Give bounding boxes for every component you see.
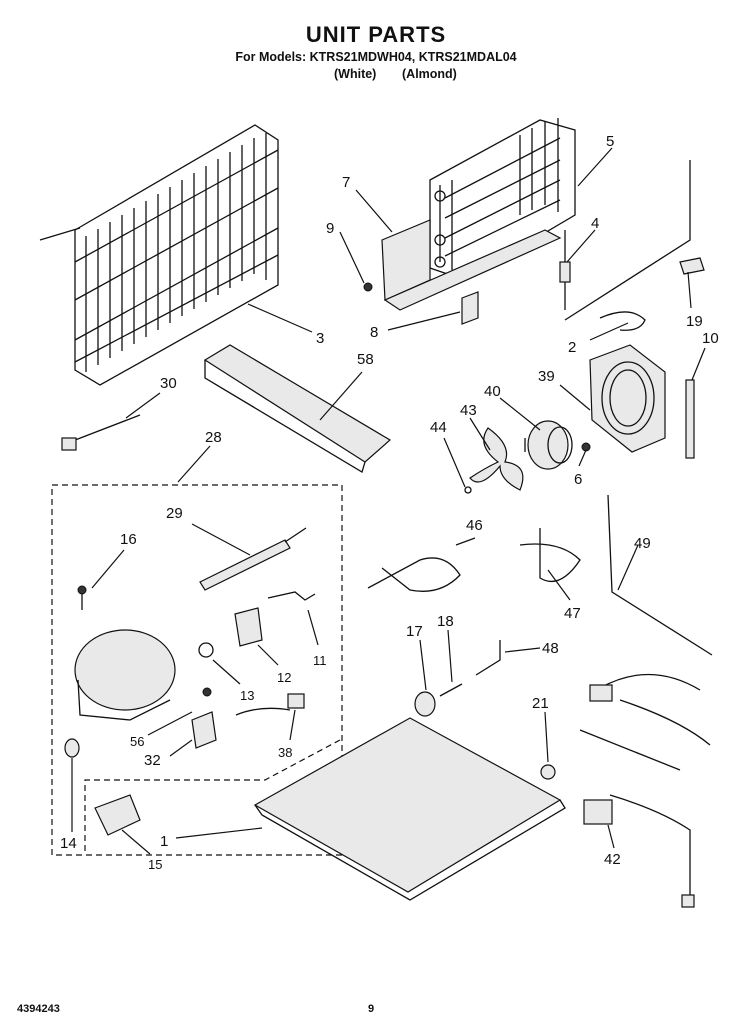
- terminal-block-15: [94, 794, 141, 836]
- callout-40: 40: [484, 383, 501, 400]
- callout-17: 17: [406, 623, 423, 640]
- fan-shroud: [589, 344, 666, 453]
- callout-43: 43: [460, 402, 477, 419]
- wire-38: [235, 693, 305, 716]
- condenser-coil: [39, 124, 279, 386]
- callout-12: 12: [277, 670, 291, 685]
- terminal-19: [679, 257, 705, 275]
- page-number: 9: [368, 1003, 375, 1015]
- leader-lines: [71, 147, 706, 855]
- relay-12: [234, 607, 263, 647]
- screw-9: [363, 282, 373, 292]
- screw-6: [581, 442, 591, 452]
- wire-harness: [579, 673, 711, 908]
- callout-15: 15: [148, 857, 162, 872]
- callout-2: 2: [568, 339, 576, 356]
- callout-49: 49: [634, 535, 651, 552]
- fan-blade: [469, 427, 524, 491]
- callout-46: 46: [466, 517, 483, 534]
- callout-39: 39: [538, 368, 555, 385]
- callout-28: 28: [205, 429, 222, 446]
- filter-drier-29: [199, 527, 307, 591]
- document-number: 4394243: [17, 1003, 60, 1015]
- callout-18: 18: [437, 613, 454, 630]
- screw-56: [202, 687, 212, 697]
- callout-1: 1: [160, 833, 168, 850]
- cable-tie: [61, 414, 141, 451]
- grommet-14: [64, 738, 80, 758]
- callout-labels: 7 9 5 4 3 8 19 2 10 58 30 39 40 43 44 6 …: [60, 133, 719, 872]
- callout-3: 3: [316, 330, 324, 347]
- callout-58: 58: [357, 351, 374, 368]
- tube-49: [607, 494, 713, 656]
- callout-21: 21: [532, 695, 549, 712]
- screw-16: [77, 585, 87, 610]
- fan-motor: [524, 420, 573, 470]
- capacitor-32: [191, 711, 217, 749]
- compressor-kit-box: [51, 484, 343, 856]
- callout-56: 56: [130, 734, 144, 749]
- callout-16: 16: [120, 531, 137, 548]
- tube-46: [367, 557, 461, 592]
- callout-14: 14: [60, 835, 77, 852]
- compressor: [74, 629, 176, 721]
- callout-42: 42: [604, 851, 621, 868]
- strip-10: [685, 379, 695, 459]
- callout-48: 48: [542, 640, 559, 657]
- callout-9: 9: [326, 220, 334, 237]
- washer-44: [464, 486, 472, 494]
- callout-32: 32: [144, 752, 161, 769]
- roller-17: [414, 691, 436, 717]
- bracket-clip-8: [461, 291, 479, 325]
- nut-21: [540, 764, 556, 780]
- axle-18: [439, 683, 463, 697]
- defrost-wire: [559, 160, 691, 321]
- models-line: For Models: KTRS21MDWH04, KTRS21MDAL04: [235, 50, 517, 64]
- callout-29: 29: [166, 505, 183, 522]
- callout-38: 38: [278, 745, 292, 760]
- callout-19: 19: [686, 313, 703, 330]
- tube-48: [475, 640, 501, 676]
- wire-11: [267, 591, 316, 601]
- callout-13: 13: [240, 688, 254, 703]
- page-title: UNIT PARTS: [305, 22, 447, 47]
- callout-7: 7: [342, 174, 350, 191]
- callout-47: 47: [564, 605, 581, 622]
- callout-30: 30: [160, 375, 177, 392]
- callout-6: 6: [574, 471, 582, 488]
- clip-13: [198, 642, 214, 658]
- evaporator-bracket: [381, 219, 562, 311]
- callout-11: 11: [313, 653, 327, 668]
- variant-white: (White): [334, 67, 377, 81]
- variant-almond: (Almond): [402, 67, 457, 81]
- callout-10: 10: [702, 330, 719, 347]
- callout-8: 8: [370, 324, 378, 341]
- base-pan: [253, 717, 566, 901]
- callout-5: 5: [606, 133, 614, 150]
- tube-47: [519, 528, 581, 583]
- grommet-2: [599, 311, 646, 331]
- callout-44: 44: [430, 419, 447, 436]
- callout-4: 4: [591, 215, 599, 232]
- drain-trough: [203, 344, 392, 473]
